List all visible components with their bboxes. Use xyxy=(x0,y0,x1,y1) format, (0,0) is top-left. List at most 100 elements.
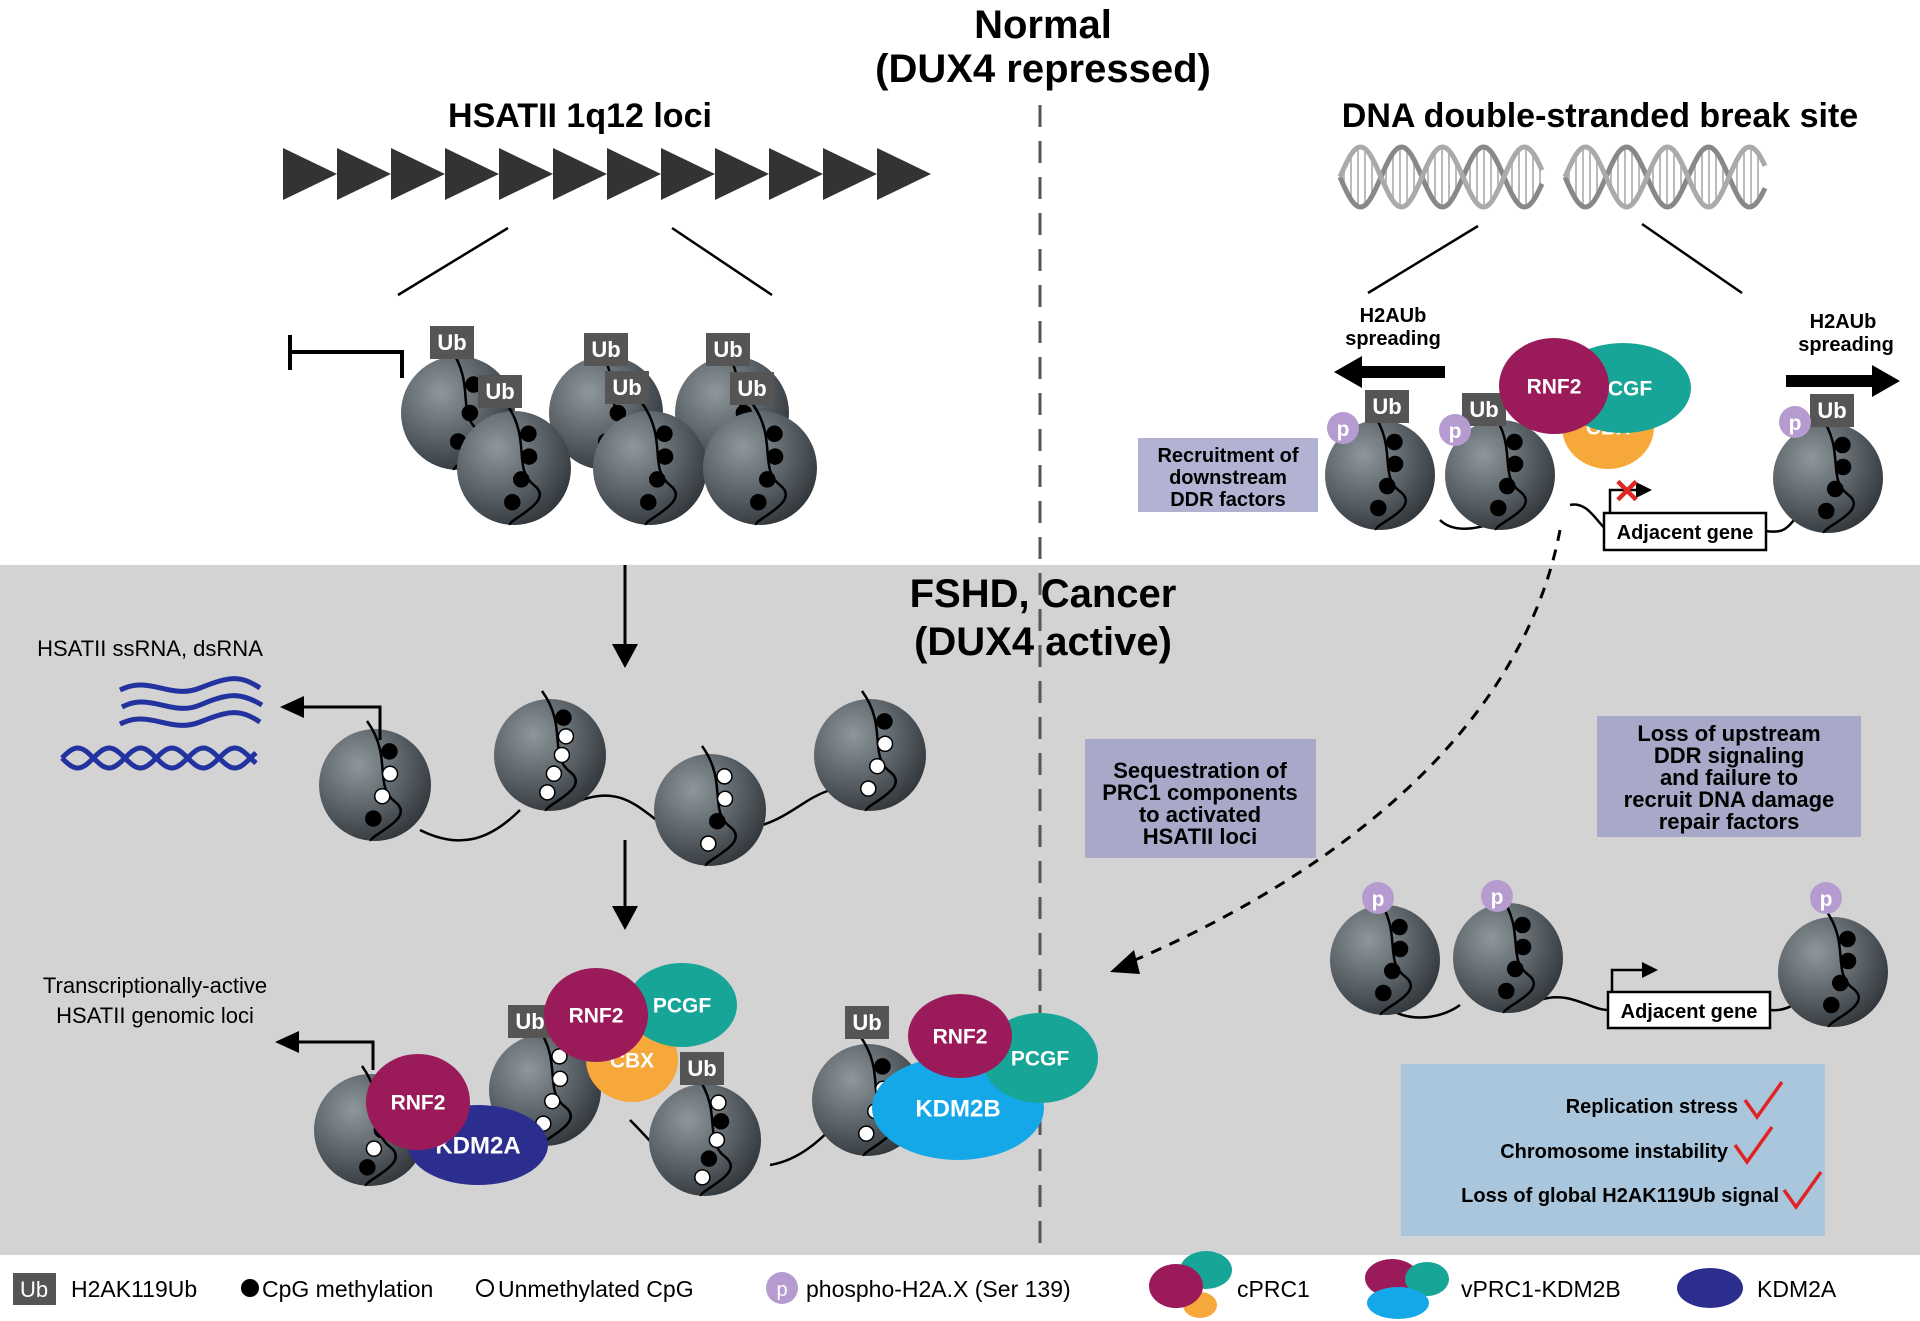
rnf2-label: RNF2 xyxy=(391,1091,446,1114)
unmethylated-cpg-icon xyxy=(381,765,399,783)
spreading-arrowhead xyxy=(1334,356,1362,388)
repeat-arrow xyxy=(499,148,553,200)
dna-wrap xyxy=(1370,411,1407,532)
legend-cprc1: cPRC1 xyxy=(1237,1276,1310,1302)
methylated-cpg-icon xyxy=(1827,480,1844,498)
sequestration-label: HSATII loci xyxy=(1143,824,1258,849)
loss-ddr-label: recruit DNA damage xyxy=(1624,787,1835,812)
adjacent-gene-label: Adjacent gene xyxy=(1621,1001,1758,1023)
legend-kdm2a-icon xyxy=(1677,1268,1743,1308)
dna-wrap xyxy=(1490,411,1527,532)
dna-wrap xyxy=(535,1025,572,1148)
unmethylated-cpg-icon xyxy=(544,1092,561,1110)
rnf2-label: RNF2 xyxy=(1527,375,1582,398)
sequestration-dashed-arrow xyxy=(1134,529,1562,962)
repeat-arrow xyxy=(283,148,337,200)
methylated-cpg-icon xyxy=(1391,918,1408,936)
blocked-x-icon: ✕ xyxy=(1613,473,1642,511)
nucleosome xyxy=(703,411,817,525)
rnf2-label: RNF2 xyxy=(569,1004,624,1027)
dna-wrap xyxy=(504,402,541,527)
legend-methylated-cpg-icon xyxy=(241,1279,259,1297)
helix-strand xyxy=(1562,144,1768,210)
unmethylated-cpg-icon xyxy=(869,757,886,775)
unmethylated-cpg-icon xyxy=(553,746,571,764)
sequestration-arrowhead xyxy=(1110,950,1140,974)
dna-wrap xyxy=(750,402,787,527)
phospho-label: p xyxy=(1820,888,1833,911)
dna-wrap xyxy=(700,745,737,868)
rna-strand xyxy=(120,693,264,711)
normal-subtitle: (DUX4 repressed) xyxy=(875,47,1211,91)
h2aub-spreading-label: spreading xyxy=(1798,334,1894,356)
rna-strand xyxy=(118,676,262,694)
phospho-label: p xyxy=(1372,888,1385,911)
hsatii-loci-title: HSATII 1q12 loci xyxy=(448,97,712,135)
methylated-cpg-icon xyxy=(1370,499,1387,517)
legend-vprc1-pcgf xyxy=(1405,1262,1449,1296)
dna-wrap xyxy=(695,1075,732,1198)
methylated-cpg-icon xyxy=(656,425,673,443)
repeat-arrow xyxy=(607,148,661,200)
nucleosome xyxy=(319,729,431,841)
dna-linker xyxy=(419,809,521,842)
ub-box xyxy=(605,371,649,404)
ub-label: Ub xyxy=(1372,394,1401,419)
ub-label: Ub xyxy=(591,337,620,362)
repression-symbol xyxy=(288,335,404,378)
methylated-cpg-icon xyxy=(520,425,537,443)
ub-label: Ub xyxy=(515,1009,544,1034)
adjacent-gene-box xyxy=(1606,990,1772,1030)
legend-phospho-p: p xyxy=(776,1279,787,1301)
ub-label: Ub xyxy=(485,379,514,404)
helix-strand xyxy=(1337,144,1545,210)
nucleosome xyxy=(1453,903,1563,1013)
methylated-cpg-icon xyxy=(1823,996,1840,1014)
repeat-arrow xyxy=(823,148,877,200)
ub-box xyxy=(706,333,750,366)
normal-title: Normal xyxy=(974,3,1112,47)
legend-cpg-methylation: CpG methylation xyxy=(262,1276,433,1302)
phospho-label: p xyxy=(1491,886,1504,909)
zoom-line xyxy=(1367,224,1479,295)
methylated-cpg-icon xyxy=(766,425,783,443)
nucleosome xyxy=(1445,420,1555,530)
transcription-arrowhead xyxy=(275,1031,299,1053)
sequestration-label: to activated xyxy=(1139,802,1261,827)
legend-ub-box xyxy=(13,1273,56,1305)
check-icon xyxy=(1782,1170,1823,1211)
methylated-cpg-icon xyxy=(759,471,776,488)
legend: Ub H2AK119Ub CpG methylation Unmethylate… xyxy=(13,1251,1837,1319)
repeat-arrow xyxy=(391,148,445,200)
methylated-cpg-icon xyxy=(1375,984,1392,1002)
unmethylated-cpg-icon xyxy=(876,735,894,753)
repeat-arrow xyxy=(445,148,499,200)
zoom-line xyxy=(671,226,773,297)
outcome-item: Chromosome instability xyxy=(1500,1141,1729,1163)
methylated-cpg-icon xyxy=(1506,433,1523,451)
ub-box xyxy=(1462,393,1506,426)
methylated-cpg-icon xyxy=(555,709,572,726)
outcome-item: Replication stress xyxy=(1566,1096,1738,1118)
nucleosome xyxy=(1325,420,1435,530)
phospho-label: p xyxy=(1789,412,1802,435)
methylated-cpg-icon xyxy=(1386,455,1404,473)
methylated-cpg-icon xyxy=(750,493,767,511)
ub-box xyxy=(730,372,774,405)
loss-ddr-label: DDR signaling xyxy=(1654,743,1804,768)
ub-label: Ub xyxy=(713,337,742,362)
ub-label: Ub xyxy=(437,330,466,355)
unmethylated-cpg-icon xyxy=(539,784,556,801)
methylated-cpg-icon xyxy=(876,713,893,730)
rnf2-shape xyxy=(908,994,1012,1078)
methylated-cpg-icon xyxy=(766,448,784,465)
methylated-cpg-icon xyxy=(874,1058,891,1075)
methylated-cpg-icon xyxy=(712,1113,730,1130)
nucleosome xyxy=(593,411,707,525)
check-icon xyxy=(1733,1125,1774,1166)
dna-linker xyxy=(1539,995,1609,1012)
rnf2-label: RNF2 xyxy=(933,1025,988,1048)
dna-helix-icon xyxy=(1337,144,1545,210)
unmethylated-cpg-icon xyxy=(551,1070,569,1088)
